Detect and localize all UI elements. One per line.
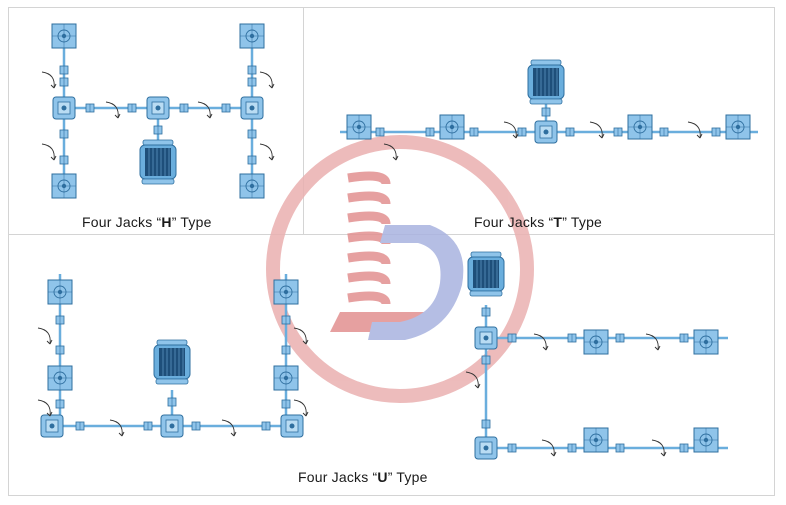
caption-t-prefix: Four Jacks “ [474, 214, 554, 230]
jack-top-right [239, 23, 265, 49]
t-type-diagram [340, 59, 758, 161]
caption-h-prefix: Four Jacks “ [82, 214, 162, 230]
jack-bottom-left [51, 173, 77, 199]
caption-t-suffix: ” Type [562, 214, 603, 230]
caption-u-letter: U [377, 469, 388, 485]
panel-divider-vertical [303, 7, 304, 235]
caption-h-suffix: ” Type [171, 214, 212, 230]
caption-t-letter: T [553, 214, 563, 230]
jack-bottom-right [239, 173, 265, 199]
jack-top-left [51, 23, 77, 49]
caption-u-suffix: ” Type [387, 469, 428, 485]
caption-h-type: Four Jacks “H” Type [82, 214, 212, 230]
h-type-diagram [41, 23, 275, 199]
caption-h-letter: H [161, 214, 172, 230]
u-type-diagram-right [465, 251, 728, 460]
caption-u-type: Four Jacks “U” Type [298, 469, 428, 485]
u-type-diagram-left [37, 274, 309, 438]
caption-u-prefix: Four Jacks “ [298, 469, 378, 485]
caption-t-type: Four Jacks “T” Type [474, 214, 602, 230]
figure-frame [8, 7, 775, 496]
watermark-logo [266, 135, 534, 403]
